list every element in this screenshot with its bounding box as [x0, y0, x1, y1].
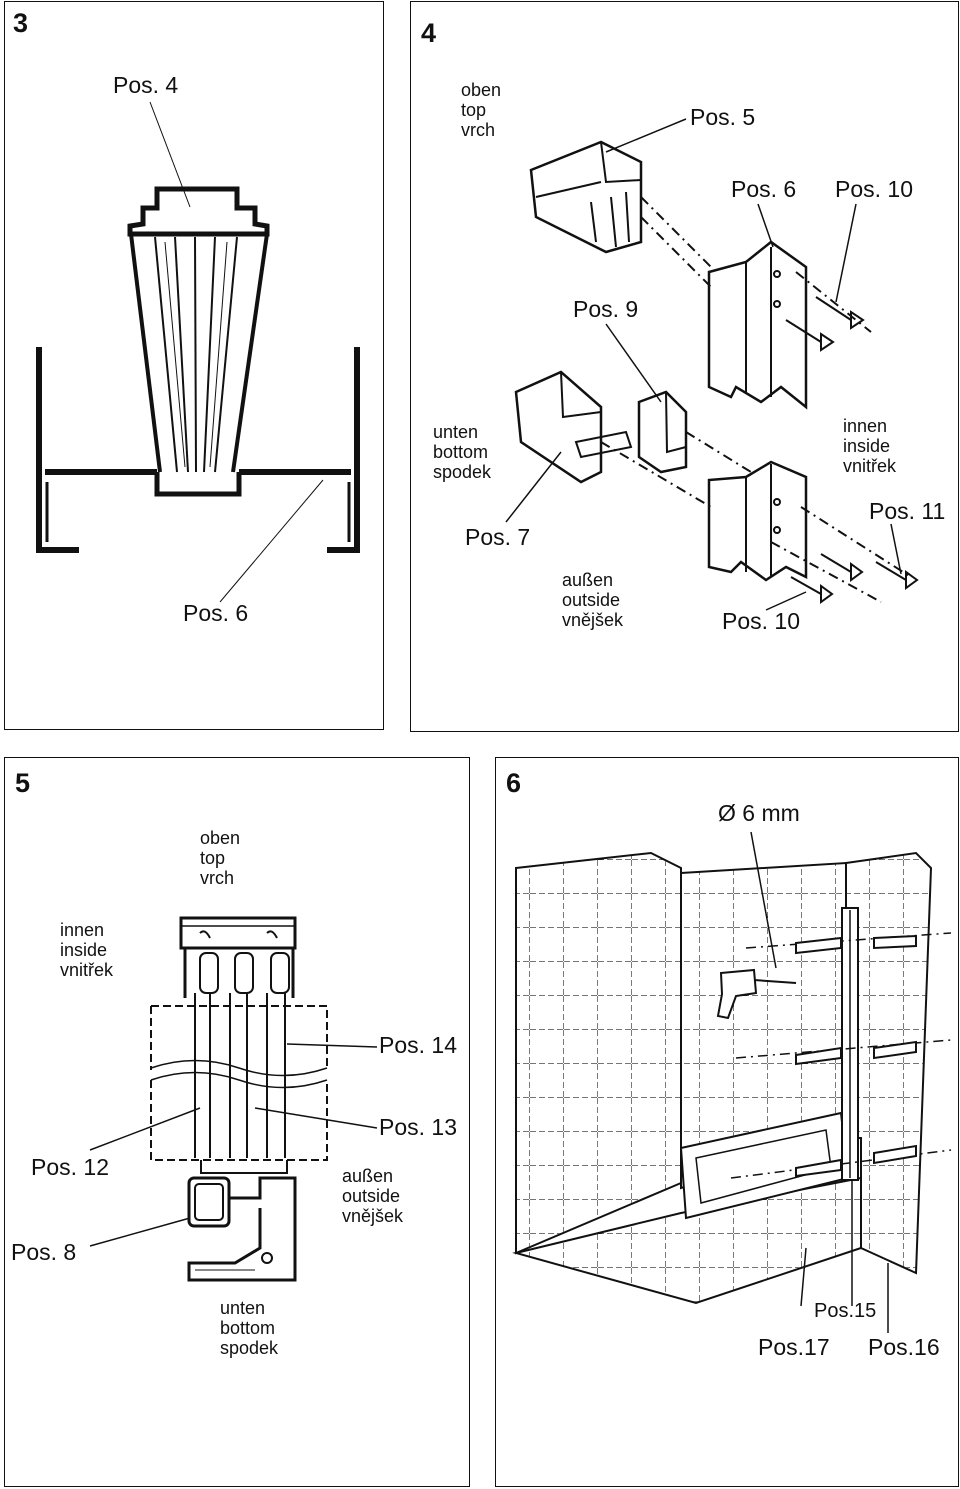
vertical-section-drawing [89, 916, 378, 1282]
panel-number: 6 [506, 768, 522, 798]
profile-section-drawing [36, 101, 360, 603]
bathtub-installation-drawing [512, 831, 952, 1333]
label-pos-10-top: Pos. 10 [835, 176, 913, 202]
label-pos-9: Pos. 9 [573, 296, 639, 322]
label-pos-10-bottom: Pos. 10 [722, 608, 800, 634]
assembly-exploded-drawing [505, 118, 919, 611]
label-pos-17: Pos.17 [758, 1334, 830, 1360]
panel-3: 3 Pos. 4 Pos. 6 [4, 1, 384, 730]
label-pos-5: Pos. 5 [690, 104, 756, 130]
label-pos-14: Pos. 14 [379, 1032, 457, 1058]
label-pos-6: Pos. 6 [183, 600, 249, 626]
label-pos-4: Pos. 4 [113, 72, 179, 98]
label-pos-15: Pos.15 [814, 1300, 877, 1322]
panel-number: 5 [15, 768, 31, 798]
label-pos-7: Pos. 7 [465, 524, 531, 550]
label-drill-diameter: Ø 6 mm [718, 800, 800, 826]
label-pos-16: Pos.16 [868, 1334, 940, 1360]
label-pos-12: Pos. 12 [31, 1154, 109, 1180]
panel-6: 6 Ø 6 mm Pos.15 Pos.17 Pos.16 [495, 757, 959, 1487]
label-pos-13: Pos. 13 [379, 1114, 457, 1140]
panel-number: 3 [13, 8, 29, 38]
label-pos-8: Pos. 8 [11, 1239, 77, 1265]
panel-number: 4 [421, 18, 437, 48]
label-pos-11: Pos. 11 [869, 498, 946, 524]
label-pos-6: Pos. 6 [731, 176, 797, 202]
